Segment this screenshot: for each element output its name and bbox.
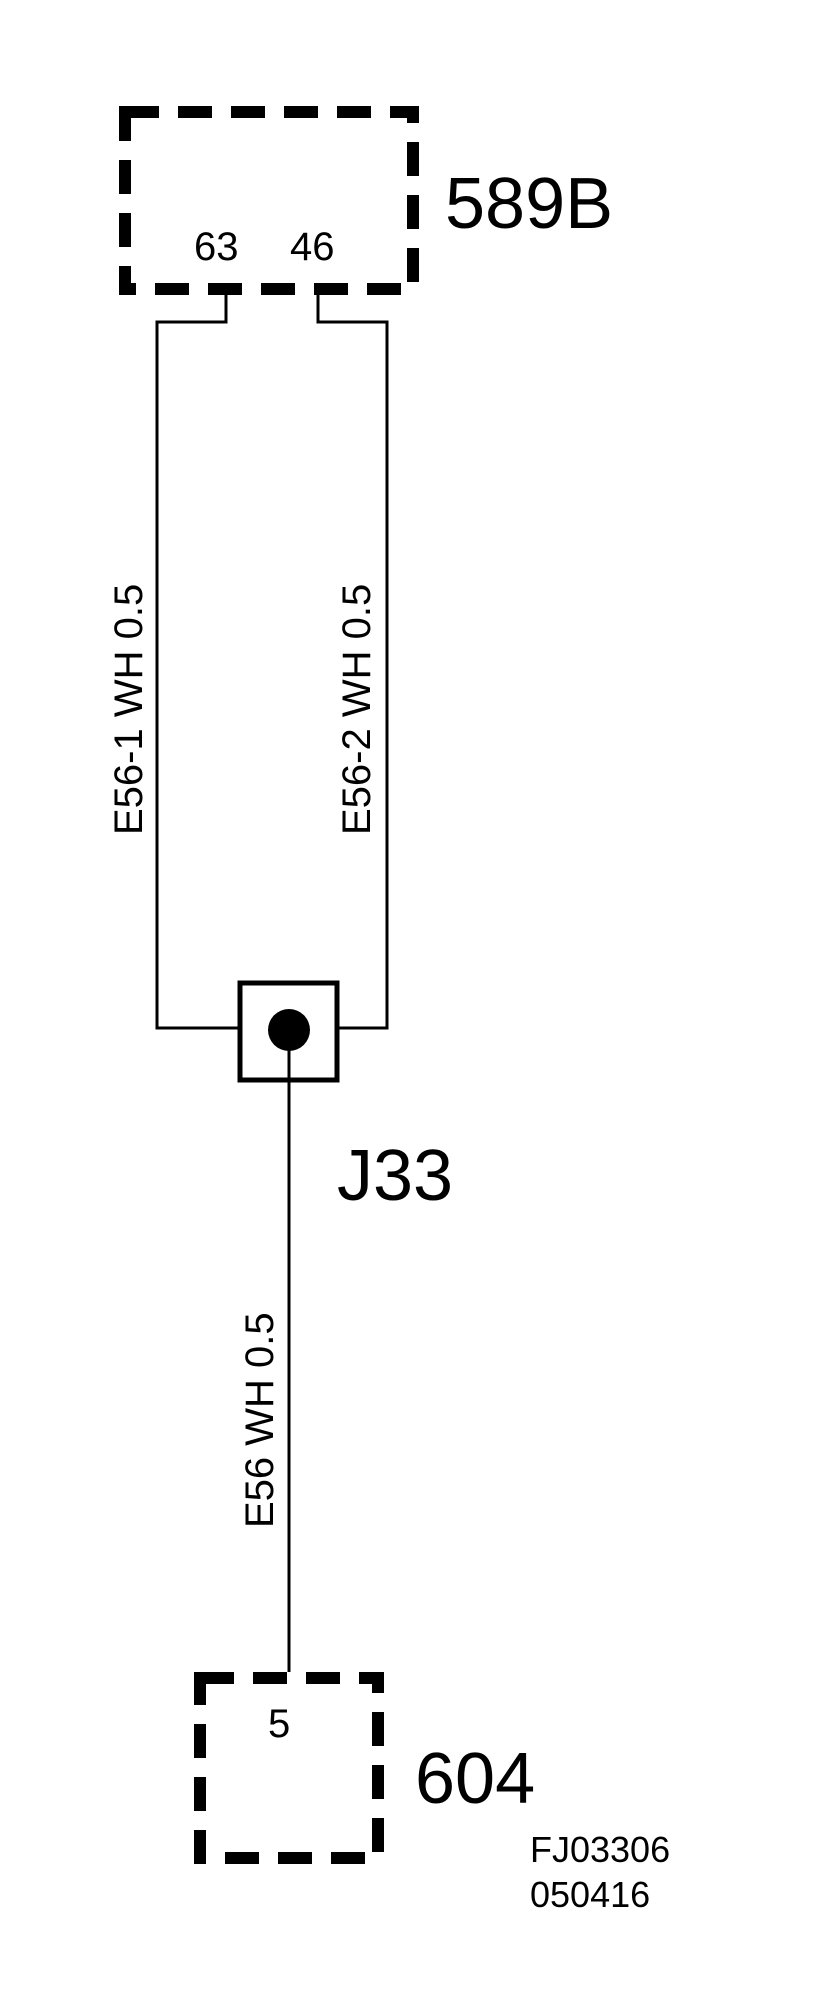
splice-j33-label: J33 — [337, 1136, 453, 1216]
connector-589b: 589B 63 46 — [119, 106, 613, 295]
wire-e56-2-label: E56-2 WH 0.5 — [335, 584, 379, 835]
connector-604: 5 604 — [194, 1672, 535, 1864]
wire-e56-2 — [316, 289, 389, 1030]
pin-63-label: 63 — [194, 225, 239, 269]
pin-46-label: 46 — [290, 225, 335, 269]
wire-e56-1-label: E56-1 WH 0.5 — [107, 584, 151, 835]
pin-5-label: 5 — [268, 1702, 290, 1746]
connector-589b-outline — [119, 106, 419, 295]
connector-604-outline — [194, 1672, 384, 1864]
wire-e56-label: E56 WH 0.5 — [238, 1312, 282, 1528]
figure-code: FJ03306 — [530, 1829, 670, 1870]
connector-589b-label: 589B — [445, 164, 613, 244]
connector-604-label: 604 — [415, 1739, 535, 1819]
wire-e56-1 — [155, 289, 240, 1030]
figure-date-code: 050416 — [530, 1874, 650, 1915]
splice-j33: J33 — [237, 980, 453, 1216]
